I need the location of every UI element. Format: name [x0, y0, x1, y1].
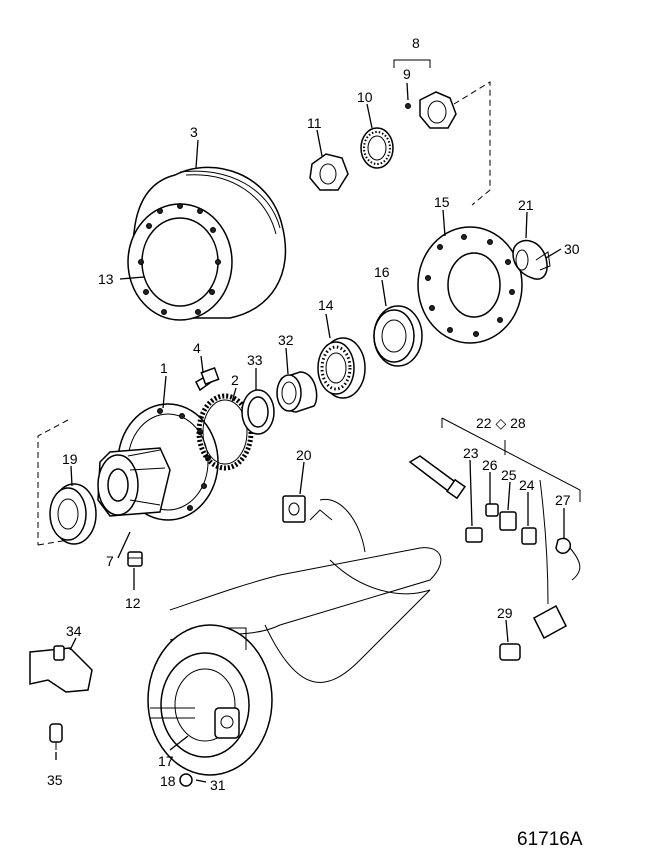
callout-19: 19 — [62, 451, 78, 467]
callout-7: 7 — [106, 553, 114, 569]
callout-30: 30 — [564, 241, 580, 257]
callout-16: 16 — [374, 264, 390, 280]
callout-29: 29 — [497, 605, 513, 621]
callout-27: 27 — [555, 492, 571, 508]
callout-14: 14 — [318, 297, 334, 313]
clip-30 — [535, 251, 551, 271]
axle-housing — [147, 547, 442, 787]
callout-25: 25 — [501, 467, 517, 483]
seal-ring-33 — [241, 389, 275, 435]
callout-24: 24 — [519, 477, 535, 493]
brake-drum — [127, 166, 287, 321]
hex-nut-11 — [309, 153, 349, 191]
figure-number: 61716A — [517, 829, 583, 850]
oil-seal-16 — [373, 305, 423, 367]
bolt-35 — [49, 723, 63, 750]
callout-17: 17 — [158, 753, 174, 769]
roller-bearing-14 — [317, 337, 366, 399]
nut-12 — [127, 551, 143, 567]
callout-1: 1 — [160, 360, 168, 376]
leader-lines — [55, 82, 565, 783]
callout-2: 2 — [231, 372, 239, 388]
callout-32: 32 — [278, 332, 294, 348]
callout-3: 3 — [190, 124, 198, 140]
callout-23: 23 — [463, 445, 479, 461]
callout-11: 11 — [307, 115, 322, 131]
bolt-4 — [195, 367, 220, 392]
callout-4: 4 — [193, 340, 201, 356]
callout-20: 20 — [296, 447, 312, 463]
callout-34: 34 — [66, 623, 82, 639]
hub-cover-plate — [417, 226, 523, 344]
sensor-kit-group — [408, 417, 581, 554]
callout-9: 9 — [403, 66, 411, 82]
square-nut-20 — [282, 495, 306, 523]
bracket-34 — [29, 645, 93, 693]
connector-29 — [499, 479, 581, 661]
bearing-19 — [49, 483, 97, 545]
lock-washer-10 — [360, 127, 394, 169]
bearing-cup-32 — [276, 371, 318, 413]
callout-18: 18 — [160, 773, 176, 789]
callout-31: 31 — [210, 777, 226, 793]
callout-labels: 8 9 10 11 3 15 21 30 16 13 14 32 4 33 1 … — [47, 35, 580, 793]
callout-35: 35 — [47, 772, 63, 788]
callout-22-28: 22 ◇ 28 — [476, 415, 526, 431]
callout-26: 26 — [482, 457, 498, 473]
callout-15: 15 — [434, 194, 450, 210]
direction-arrow — [309, 498, 366, 553]
callout-21: 21 — [518, 197, 534, 213]
hex-nut-8 — [405, 91, 457, 129]
cap-21 — [512, 239, 548, 280]
callout-33: 33 — [247, 352, 263, 368]
callout-8: 8 — [412, 35, 420, 51]
callout-13: 13 — [98, 271, 114, 287]
callout-12: 12 — [125, 595, 141, 611]
callout-10: 10 — [357, 89, 373, 105]
